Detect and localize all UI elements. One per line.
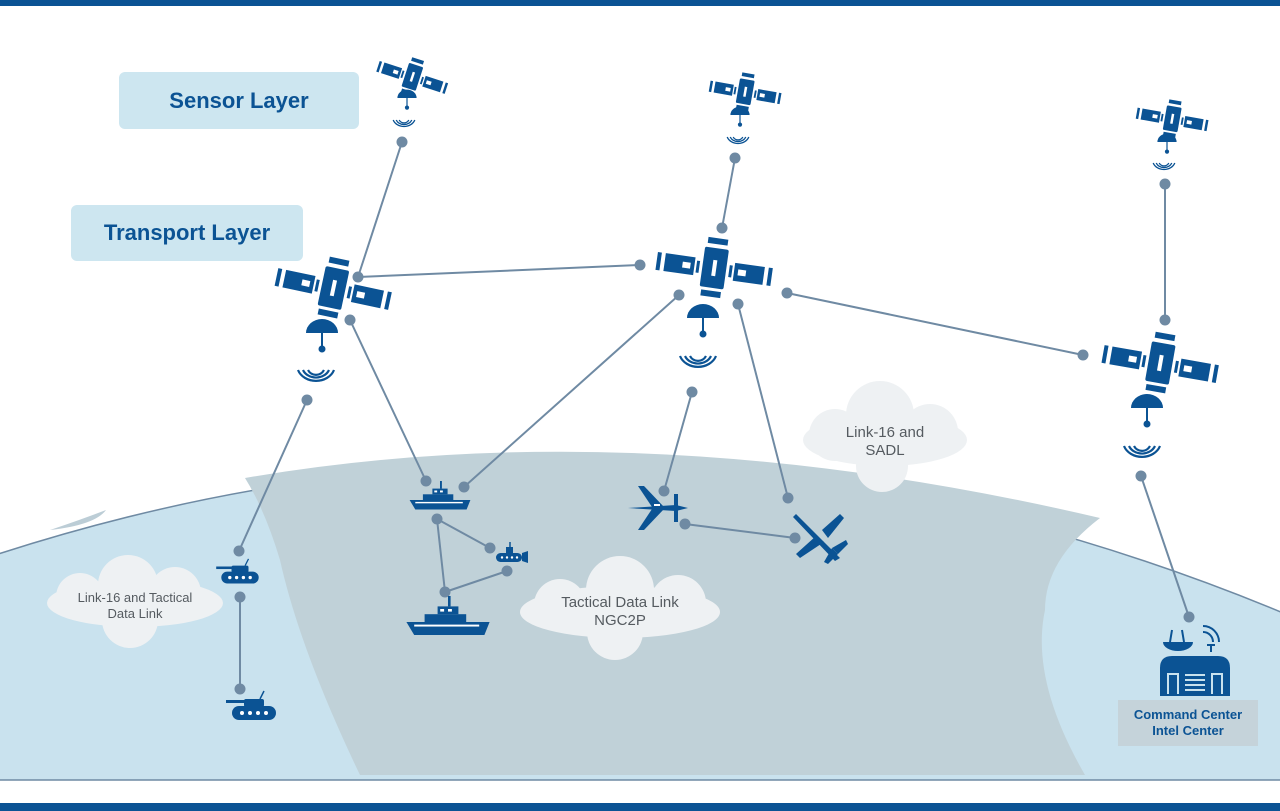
link-node <box>1135 470 1147 482</box>
cloud-label-line: NGC2P <box>594 612 646 629</box>
transport-satellite-3-icon <box>1098 323 1223 458</box>
link-node <box>458 481 470 493</box>
link-line <box>663 391 693 492</box>
link-node <box>716 222 728 234</box>
link-line <box>737 303 789 499</box>
link-line <box>1140 475 1190 618</box>
cloud-label-link16-tactical: Link-16 and Tactical Data Link <box>55 590 215 622</box>
link-line <box>238 399 308 552</box>
transport-satellite-2-icon <box>652 230 776 368</box>
link-node <box>789 532 801 544</box>
link-node <box>234 591 246 603</box>
sensor-satellite-1-icon <box>372 48 453 128</box>
link-node <box>732 298 744 310</box>
link-node <box>234 683 246 695</box>
link-node <box>1159 178 1171 190</box>
link-line <box>357 264 641 278</box>
cloud-label-line: SADL <box>865 442 905 459</box>
link-line <box>786 292 1084 356</box>
cloud-label-line: Link-16 and <box>845 424 925 441</box>
sensor-satellite-2-icon <box>706 67 784 145</box>
link-node <box>782 492 794 504</box>
link-line <box>436 518 491 549</box>
link-node <box>301 394 313 406</box>
bottom-border <box>0 803 1280 811</box>
link-node <box>396 136 408 148</box>
sensor-satellite-3-icon <box>1133 94 1211 171</box>
link-node <box>501 565 513 577</box>
cloud-label-line: Tactical Data Link <box>561 594 679 611</box>
link-node <box>658 485 670 497</box>
command-center-title: Command Center <box>1133 707 1243 722</box>
link-node <box>634 259 646 271</box>
link-line <box>721 157 736 229</box>
link-line <box>444 570 508 593</box>
cloud-link16-sadl <box>803 381 967 492</box>
cloud-label-line: Link-16 and Tactical <box>77 590 193 605</box>
command-center-label: Command Center Intel Center <box>1118 700 1258 746</box>
link-node <box>420 475 432 487</box>
link-node <box>673 289 685 301</box>
link-node <box>352 271 364 283</box>
link-line <box>349 319 427 482</box>
intel-center-title: Intel Center <box>1152 723 1224 738</box>
command-center-icon <box>1160 625 1230 696</box>
link-node <box>484 542 496 554</box>
link-node <box>233 545 245 557</box>
link-line <box>357 141 403 278</box>
link-node <box>1159 314 1171 326</box>
cloud-link16-tactical <box>47 555 223 648</box>
link-line <box>463 294 680 488</box>
link-node <box>686 386 698 398</box>
link-node <box>679 518 691 530</box>
link-lines <box>238 141 1190 689</box>
sensor-layer-label: Sensor Layer <box>119 72 359 129</box>
cloud-label-tactical-ngc2p: Tactical Data Link NGC2P <box>530 594 710 630</box>
transport-satellite-1-icon <box>270 246 397 382</box>
cloud-tactical-ngc2p <box>520 556 720 660</box>
link-node <box>1183 611 1195 623</box>
link-line <box>436 518 446 593</box>
link-node <box>729 152 741 164</box>
link-node <box>781 287 793 299</box>
cloud-label-line: Data Link <box>107 606 163 621</box>
link-node <box>431 513 443 525</box>
cloud-label-link16-sadl: Link-16 and SADL <box>815 424 955 460</box>
link-node <box>344 314 356 326</box>
link-nodes <box>233 136 1195 695</box>
link-line <box>684 523 796 539</box>
top-border <box>0 0 1280 6</box>
link-node <box>439 586 451 598</box>
link-node <box>1077 349 1089 361</box>
transport-layer-label: Transport Layer <box>71 205 303 261</box>
